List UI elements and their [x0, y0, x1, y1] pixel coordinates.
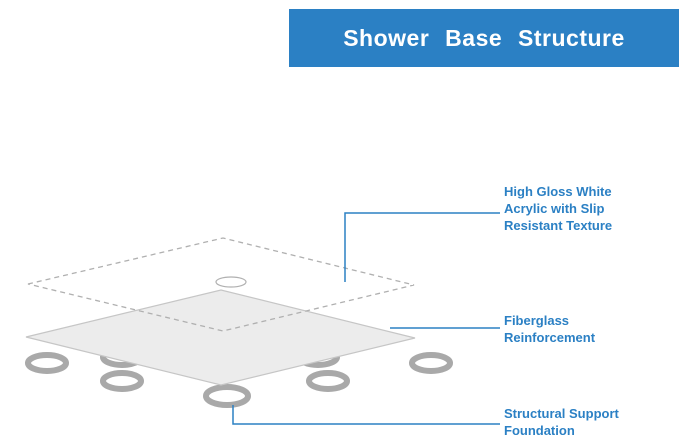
- drain-hole-icon: [215, 276, 247, 288]
- support-foot-icon: [203, 384, 251, 408]
- fiberglass-layer-shape: [25, 289, 416, 386]
- support-foot-icon: [25, 352, 69, 374]
- label-foundation: Structural Support Foundation: [504, 406, 619, 438]
- label-fiberglass: Fiberglass Reinforcement: [504, 313, 596, 345]
- title-banner: Shower Base Structure: [289, 9, 679, 67]
- leader-line-foundation: [232, 405, 500, 425]
- support-feet: [25, 346, 453, 408]
- label-acrylic: High Gloss White Acrylic with Slip Resis…: [504, 184, 613, 233]
- support-foot-icon: [100, 370, 144, 392]
- acrylic-layer-outline: [27, 237, 415, 332]
- leader-line-acrylic: [344, 212, 500, 282]
- support-foot-icon: [409, 352, 453, 374]
- support-foot-icon: [306, 370, 350, 392]
- page-title: Shower Base Structure: [343, 24, 625, 51]
